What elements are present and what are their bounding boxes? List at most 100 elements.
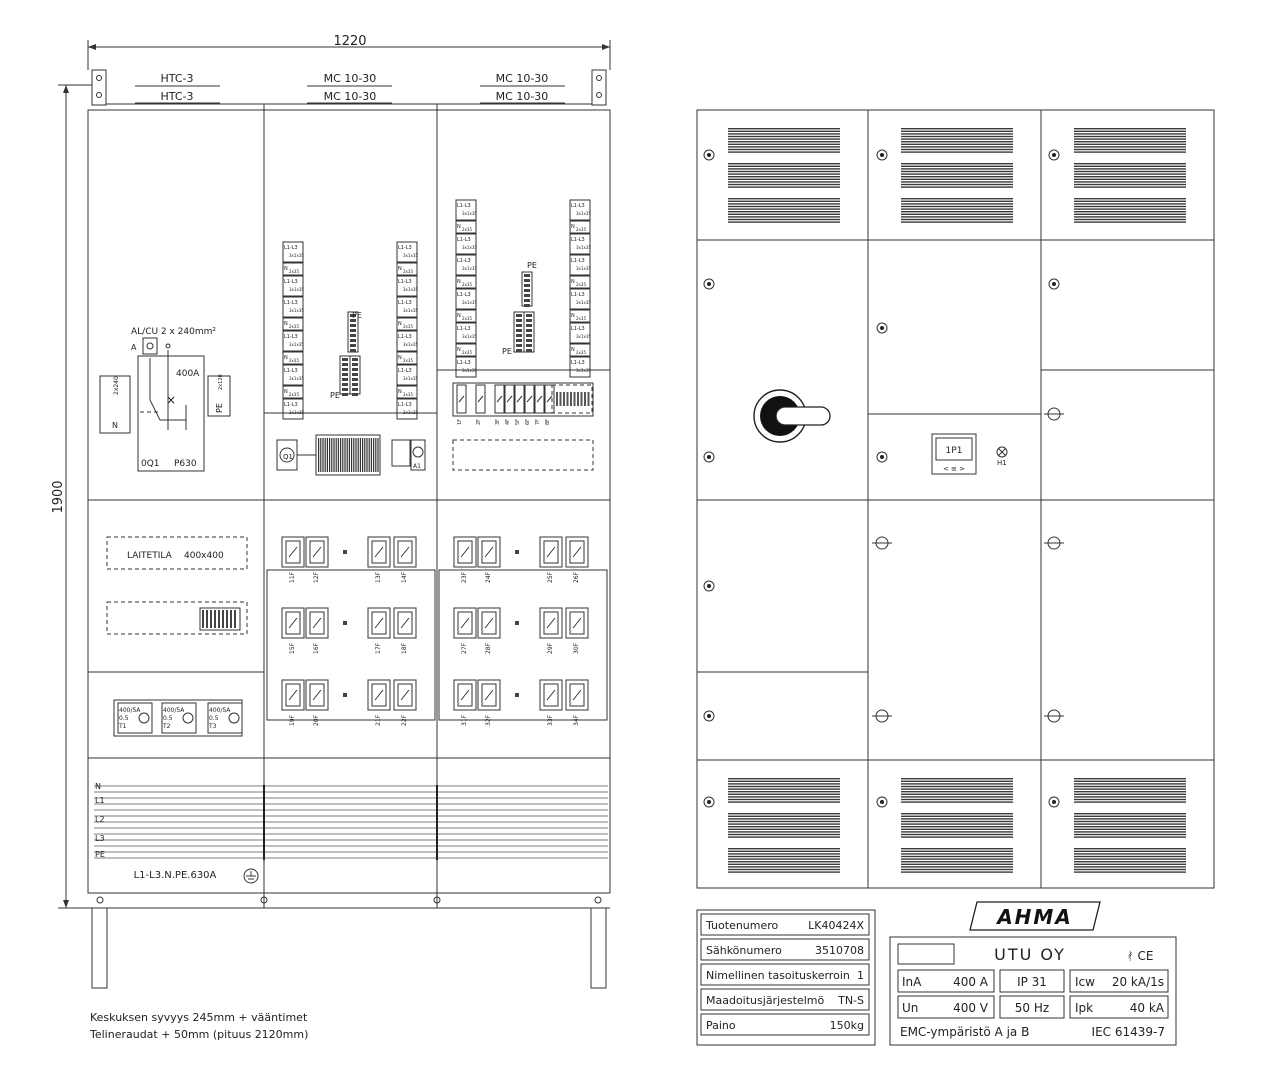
svg-text:3x1x35: 3x1x35 [403,342,418,347]
product-label-2: Nimellinen tasoituskerroin [706,969,850,982]
svg-text:N: N [398,389,402,395]
svg-text:Ipk: Ipk [1075,1001,1093,1015]
svg-text:IP 31: IP 31 [1017,975,1047,989]
svg-text:L1-L3: L1-L3 [457,237,471,243]
svg-text:2x35: 2x35 [403,358,413,363]
header-left-bottom: HTC-3 [161,90,194,103]
rail-note: Telineraudat + 50mm (pituus 2120mm) [89,1028,308,1041]
svg-text:16F: 16F [313,642,320,654]
svg-text:2x35: 2x35 [462,227,472,232]
svg-text:PE: PE [0,0,10,2]
product-label-1: Sähkönumero [706,944,782,957]
header-left-top: HTC-3 [161,72,194,85]
svg-text:20 kA/1s: 20 kA/1s [1112,975,1164,989]
svg-text:3x1x35: 3x1x35 [462,245,477,250]
busbar-label-l1: L1 [95,796,105,805]
product-label-0: Tuotenumero [705,919,779,932]
svg-text:2x35: 2x35 [403,324,413,329]
pe-terminal-rating: 2x120 [218,374,224,390]
svg-text:3x1x35: 3x1x35 [462,368,477,373]
main-switch-id: 0Q1 [141,459,160,469]
main-switch-type: P630 [174,459,197,469]
svg-text:N: N [457,224,461,230]
svg-text:0.5: 0.5 [163,715,173,722]
breaker-15f [281,607,305,639]
equipment-space: LAITETILA 400x400 [106,536,248,635]
svg-text:3x1x35: 3x1x35 [289,253,304,258]
svg-text:N: N [398,321,402,327]
svg-text:3x1x35: 3x1x35 [576,368,591,373]
svg-text:2x35: 2x35 [289,358,299,363]
svg-text:N: N [284,355,288,361]
breaker-30f [565,607,589,639]
column-headers: HTC-3 HTC-3 MC 10-30 MC 10-30 MC 10-30 M… [135,72,565,104]
svg-text:1F: 1F [457,419,463,425]
svg-text:3x1x35: 3x1x35 [403,410,418,415]
svg-text:3x1x35: 3x1x35 [462,266,477,271]
device-rail: Q1 A1 [276,434,426,476]
breaker-32f [477,679,501,711]
svg-text:L1-L3: L1-L3 [457,258,471,264]
busbar-label-l3: L3 [95,834,105,843]
svg-text:PE: PE [527,261,537,270]
svg-text:3x1x35: 3x1x35 [289,287,304,292]
svg-text:0.5: 0.5 [119,715,129,722]
pe-terminal-label: PE [215,403,224,413]
emc-label: EMC-ympäristö A ja B [900,1025,1029,1039]
pe-terminal [207,375,231,417]
svg-text:L1-L3: L1-L3 [284,279,298,285]
breaker-20f [305,679,329,711]
breaker-33f [539,679,563,711]
main-switch-0q1 [137,355,205,472]
product-label-4: Paino [706,1019,736,1032]
svg-text:N: N [571,279,575,285]
svg-text:L1-L3: L1-L3 [398,279,412,285]
svg-text:30F: 30F [573,642,580,654]
svg-text:8F: 8F [545,419,551,425]
svg-text:L1-L3: L1-L3 [398,334,412,340]
company-name: UTU OY [994,945,1066,964]
svg-text:2x35: 2x35 [462,282,472,287]
svg-text:L1-L3: L1-L3 [571,237,585,243]
svg-text:2x35: 2x35 [576,316,586,321]
svg-text:2x35: 2x35 [403,392,413,397]
svg-text:13F: 13F [375,571,382,583]
svg-text:N: N [284,321,288,327]
breaker-12f [305,536,329,568]
svg-text:40 kA: 40 kA [1130,1001,1165,1015]
svg-text:3x1x35: 3x1x35 [462,300,477,305]
svg-text:27F: 27F [461,642,468,654]
svg-text:L1-L3: L1-L3 [571,360,585,366]
svg-text:L1-L3: L1-L3 [457,292,471,298]
product-value-2: 1 [857,969,864,982]
svg-text:400/5A: 400/5A [119,707,141,714]
meter-buttons: < ≡ > [943,465,965,473]
svg-text:18F: 18F [401,642,408,654]
internal-layout-view: 1220 1900 HTC-3 HTC-3 MC 10-30 MC 10-30 … [0,0,611,1041]
svg-text:3x1x35: 3x1x35 [289,308,304,313]
svg-text:L1-L3: L1-L3 [571,258,585,264]
svg-text:N: N [457,279,461,285]
svg-text:29F: 29F [547,642,554,654]
svg-text:PE: PE [502,347,512,356]
breaker-31f [453,679,477,711]
svg-text:N: N [457,313,461,319]
svg-text:2F: 2F [476,419,482,425]
svg-text:3x1x35: 3x1x35 [403,287,418,292]
device-a1-label: A1 [413,463,421,470]
svg-text:3x1x35: 3x1x35 [289,342,304,347]
rotary-handle[interactable] [753,389,831,443]
svg-text:3x1x35: 3x1x35 [403,253,418,258]
meter-label: 1P1 [946,446,963,456]
svg-text:2x35: 2x35 [576,227,586,232]
svg-text:2x35: 2x35 [289,392,299,397]
n-terminal-label: N [112,421,118,430]
door-locks [872,407,1064,723]
indicator-lamp-h1: H1 [996,446,1008,467]
breaker-27f [453,607,477,639]
breaker-14f [393,536,417,568]
svg-text:3x1x35: 3x1x35 [403,308,418,313]
ct-t3: T3 [208,723,217,730]
